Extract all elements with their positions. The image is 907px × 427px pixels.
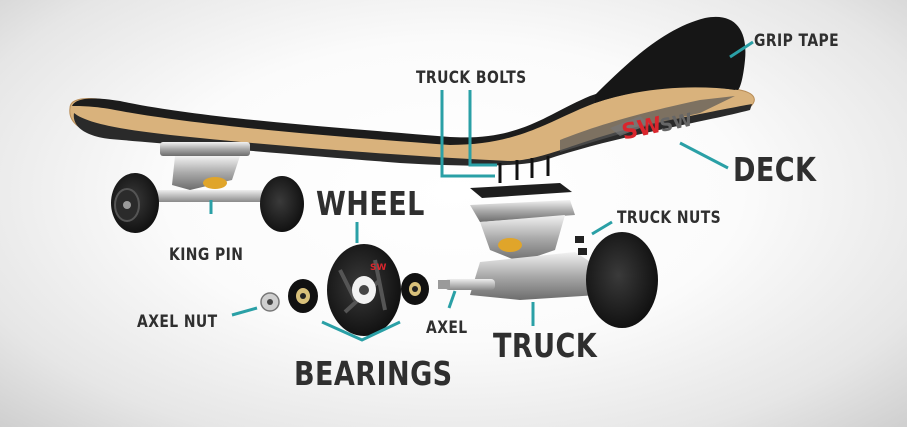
wheel-exploded: SW bbox=[327, 244, 401, 336]
label-wheel: WHEEL bbox=[316, 184, 425, 223]
baseplate-left bbox=[160, 142, 250, 156]
label-grip-tape: GRIP TAPE bbox=[754, 31, 840, 51]
kingpin-housing bbox=[480, 215, 565, 262]
leader-grip-tape bbox=[729, 40, 754, 59]
bushing-left bbox=[203, 177, 227, 189]
axle-left bbox=[140, 190, 280, 202]
axle-right bbox=[445, 279, 495, 290]
assembled-truck-left bbox=[111, 142, 304, 233]
label-axel: AXEL bbox=[426, 318, 468, 338]
bearing-left bbox=[288, 279, 318, 313]
leader-bearings bbox=[321, 320, 401, 342]
truck-nut-2 bbox=[578, 248, 587, 255]
axle-nut bbox=[260, 292, 280, 312]
label-king-pin: KING PIN bbox=[169, 245, 244, 265]
wheel-left-front bbox=[260, 176, 304, 232]
grip-tape-nose bbox=[595, 16, 746, 104]
hanger-right bbox=[470, 252, 600, 300]
leader-lines bbox=[209, 40, 754, 342]
truck-nut-1 bbox=[575, 236, 584, 243]
leader-axel-nut bbox=[231, 306, 258, 317]
leader-truck-nuts bbox=[591, 220, 613, 236]
leader-truck-bolts-2 bbox=[468, 90, 497, 167]
label-truck-bolts: TRUCK BOLTS bbox=[416, 68, 527, 88]
svg-text:SW: SW bbox=[370, 263, 386, 273]
label-deck: DECK bbox=[733, 150, 817, 189]
deck-graphic: SW SW bbox=[560, 96, 735, 152]
label-truck: TRUCK bbox=[493, 326, 598, 365]
label-truck-nuts: TRUCK NUTS bbox=[617, 208, 722, 228]
leader-axel bbox=[447, 290, 457, 309]
riser-pad bbox=[470, 183, 572, 198]
axle-tip bbox=[438, 280, 450, 289]
wheel-right bbox=[586, 232, 658, 328]
truck-right bbox=[445, 200, 658, 328]
leader-truck-bolts-1 bbox=[440, 90, 495, 178]
leader-deck bbox=[679, 141, 729, 170]
truck-bolts bbox=[498, 156, 550, 183]
label-bearings: BEARINGS bbox=[294, 354, 453, 393]
bearing-right bbox=[401, 273, 429, 305]
label-axel-nut: AXEL NUT bbox=[137, 312, 218, 332]
